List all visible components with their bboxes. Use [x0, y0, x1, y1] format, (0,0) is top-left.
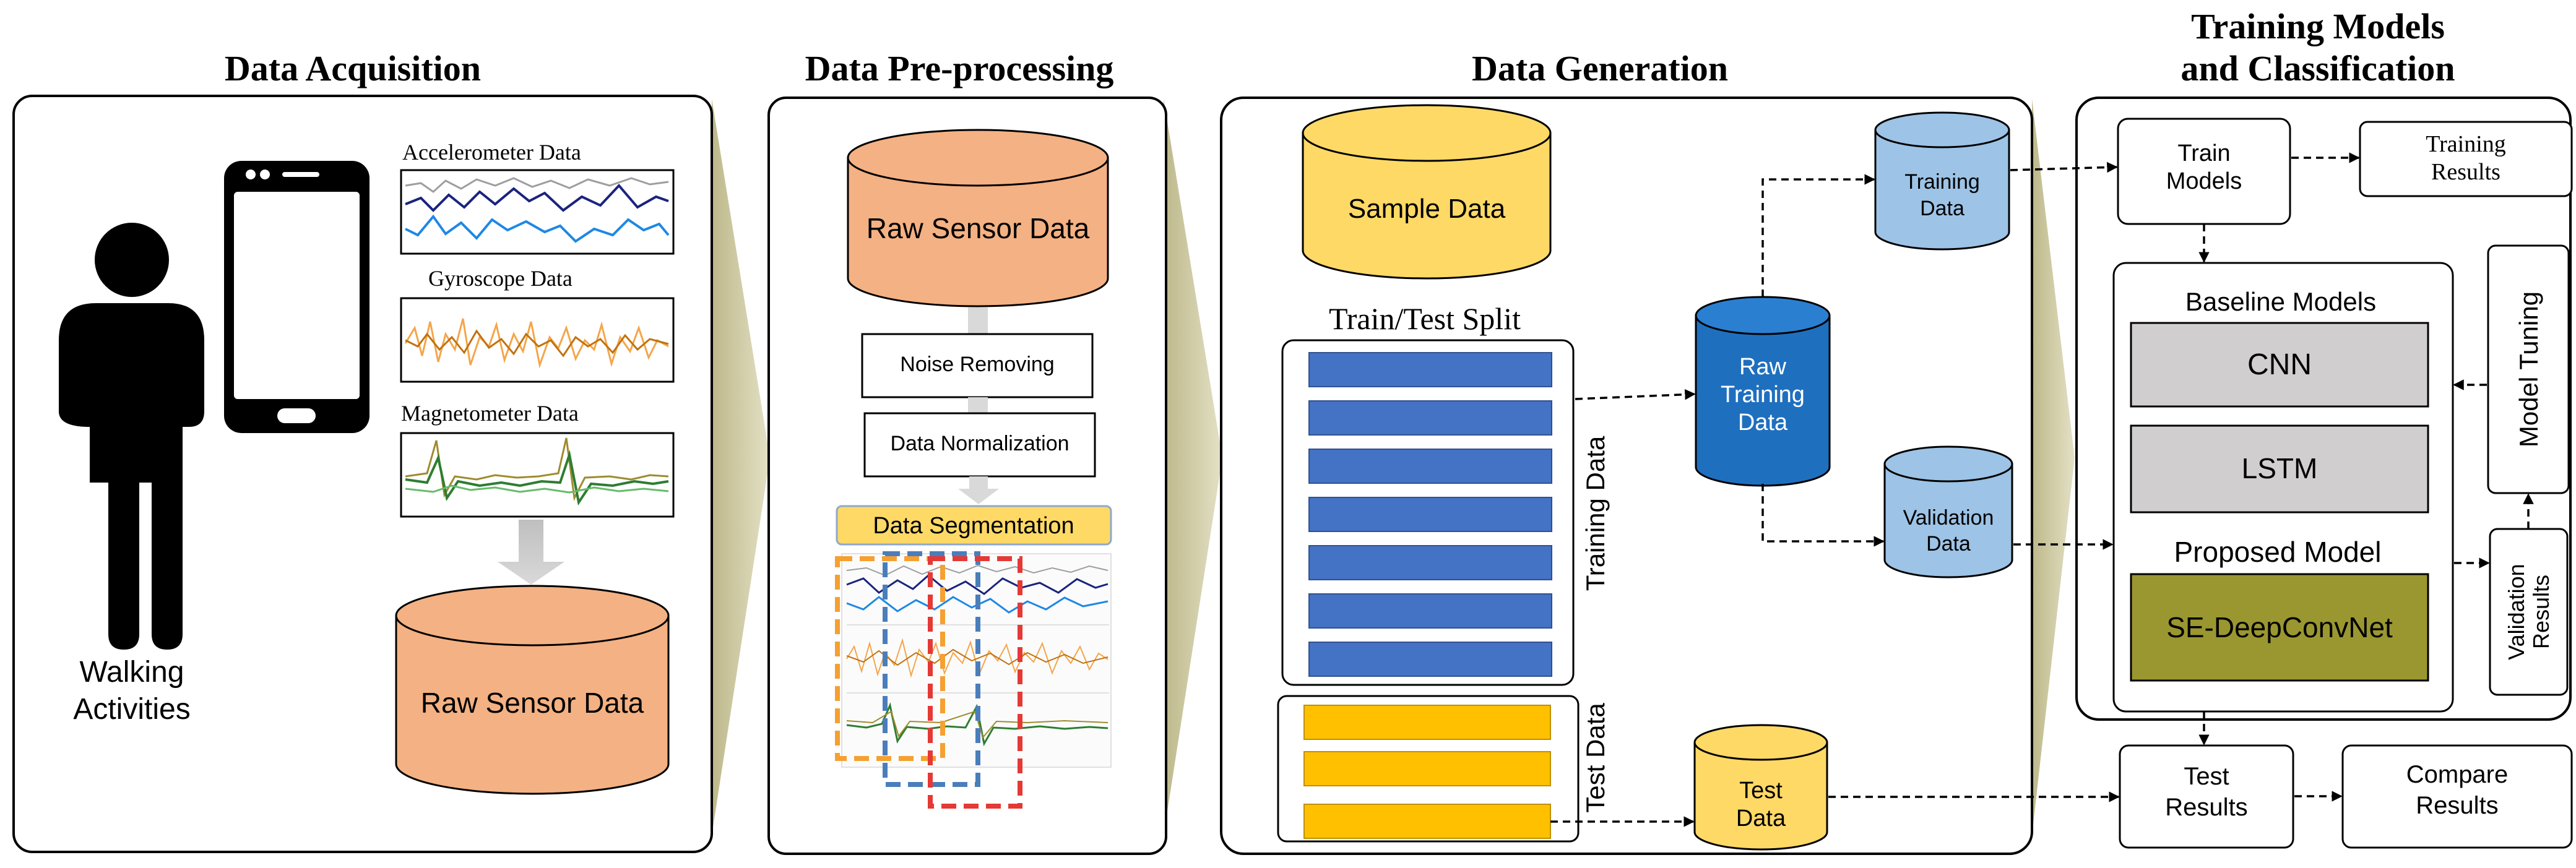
compare-results-label-line2: Results: [2416, 792, 2498, 819]
train-bar: [1308, 449, 1552, 484]
segmentation-label: Data Segmentation: [873, 513, 1074, 539]
chevron-connector-1: [712, 99, 770, 835]
arrow-raw-to-validation: [1761, 484, 1885, 547]
train-bars: [1308, 352, 1552, 677]
training-data-label-line2: Data: [1920, 197, 1964, 220]
sample-data-cylinder: [1302, 104, 1552, 280]
raw-training-cylinder: [1695, 296, 1831, 487]
test-bar: [1303, 751, 1551, 786]
test-data-label-line1: Test: [1739, 778, 1783, 804]
train-bar: [1308, 642, 1552, 677]
magnetometer-plot: [400, 432, 675, 518]
training-data-cylinder: [1874, 111, 2010, 251]
test-results-box: [2119, 744, 2294, 849]
section-title-generation: Data Generation: [1472, 48, 1728, 88]
train-models-label-line2: Models: [2166, 168, 2242, 194]
train-models-label-line1: Train: [2177, 140, 2230, 166]
gyroscope-label: Gyroscope Data: [428, 266, 573, 291]
arrow-training-data-to-train-models: [2010, 161, 2118, 173]
raw-sensor-cylinder-acquisition: [395, 585, 670, 795]
sample-data-label: Sample Data: [1348, 194, 1506, 224]
normalization-box: [863, 412, 1096, 478]
down-arrow-preprocessing: [958, 476, 999, 504]
noise-removing-box: [861, 333, 1094, 398]
arrow-raw-to-training: [1761, 174, 1875, 297]
section-title-training-line2: and Classification: [2181, 48, 2455, 88]
compare-results-label-line1: Compare: [2406, 761, 2509, 788]
test-data-label-line2: Data: [1736, 806, 1786, 831]
training-results-label-line1: Training: [2426, 131, 2506, 157]
chevron-connector-2: [1164, 99, 1222, 835]
raw-sensor-label-preprocessing: Raw Sensor Data: [867, 212, 1090, 244]
test-bar: [1303, 804, 1551, 839]
model-tuning-box: [2487, 244, 2570, 494]
validation-data-label-line2: Data: [1926, 532, 1971, 556]
validation-data-label-line1: Validation: [1903, 506, 1994, 530]
test-results-label-line1: Test: [2184, 763, 2229, 790]
baseline-models-label: Baseline Models: [2185, 287, 2376, 316]
lstm-box: [2130, 424, 2429, 513]
down-arrow-acquisition: [498, 520, 564, 585]
raw-training-label-line3: Data: [1738, 410, 1788, 436]
proposed-model-label: Proposed Model: [2174, 536, 2382, 568]
test-bars: [1303, 705, 1551, 839]
test-bar: [1303, 705, 1551, 740]
smartphone-icon: [224, 161, 370, 433]
validation-data-cylinder: [1883, 445, 2013, 578]
training-data-label-line1: Training: [1904, 170, 1980, 194]
train-bar: [1308, 352, 1552, 387]
walking-label-line2: Activities: [73, 693, 190, 726]
arrow-split-to-raw-training: [1575, 389, 1696, 400]
magnetometer-label: Magnetometer Data: [401, 401, 579, 426]
split-title: Train/Test Split: [1329, 301, 1521, 336]
chevron-connector-3: [2032, 99, 2075, 835]
training-data-vertical-label: Training Data: [1581, 436, 1610, 591]
se-deepconvnet-box: [2130, 573, 2429, 682]
raw-sensor-label-acquisition: Raw Sensor Data: [421, 687, 644, 719]
segmentation-plot: [835, 551, 1112, 809]
test-results-label-line2: Results: [2165, 794, 2247, 821]
se-deepconvnet-label: SE-DeepConvNet: [2166, 611, 2393, 643]
train-bar: [1308, 400, 1552, 436]
section-title-acquisition: Data Acquisition: [225, 48, 481, 88]
raw-training-label-line2: Training: [1721, 382, 1805, 408]
compare-results-box: [2341, 744, 2573, 849]
accelerometer-plot: [400, 169, 675, 255]
accelerometer-label: Accelerometer Data: [402, 140, 581, 165]
validation-results-label-line1: Validation: [2504, 564, 2529, 660]
section-title-training-line1: Training Models: [2191, 6, 2445, 46]
train-bar: [1308, 593, 1552, 629]
gray-connector-2: [968, 397, 988, 415]
train-bar: [1308, 545, 1552, 580]
gyroscope-plot: [400, 297, 675, 383]
lstm-label: LSTM: [2242, 452, 2318, 484]
walking-label-line1: Walking: [80, 656, 184, 689]
cnn-label: CNN: [2247, 348, 2312, 381]
train-bar: [1308, 497, 1552, 532]
test-data-cylinder: [1693, 724, 1828, 851]
cnn-box: [2130, 322, 2429, 408]
raw-sensor-cylinder-preprocessing: [847, 129, 1109, 307]
training-results-label-line2: Results: [2431, 159, 2500, 185]
noise-removing-label: Noise Removing: [900, 353, 1054, 376]
normalization-label: Data Normalization: [890, 432, 1069, 455]
person-icon: [59, 223, 204, 650]
validation-results-label-line2: Results: [2528, 575, 2554, 649]
segmentation-box: [836, 505, 1112, 546]
training-results-box: [2359, 121, 2573, 197]
raw-training-label-line1: Raw: [1739, 354, 1787, 380]
test-data-vertical-label: Test Data: [1581, 703, 1610, 813]
section-title-preprocessing: Data Pre-processing: [805, 48, 1114, 88]
gray-connector-1: [968, 307, 988, 335]
model-tuning-label: Model Tuning: [2514, 291, 2543, 447]
